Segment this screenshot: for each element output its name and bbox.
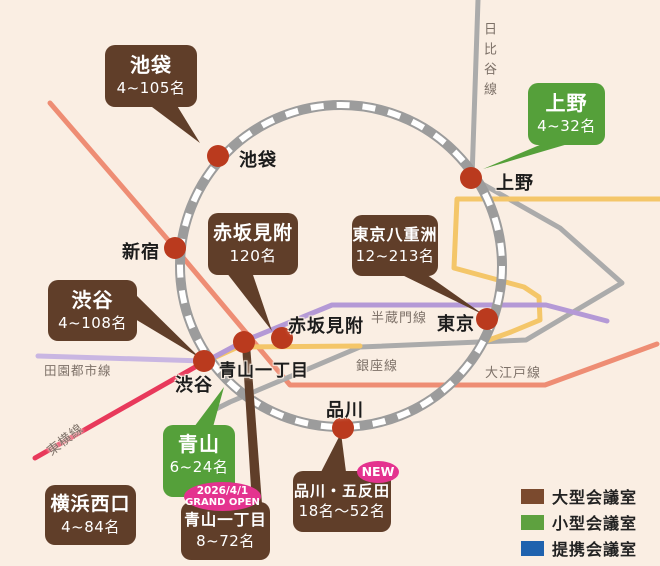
legend-label-partner: 提携会議室 — [552, 540, 638, 559]
station-label-akasaka-mitsuke: 赤坂見附 — [288, 316, 364, 337]
line-label-denentoshi: 田園都市線 — [44, 363, 112, 378]
callout-yokohama-capacity: 4~84名 — [61, 517, 120, 536]
ikebukuro-callout-tail — [148, 104, 200, 143]
station-label-tokyo: 東京 — [437, 314, 475, 335]
shibuya-callout-tail — [135, 294, 200, 358]
new-badge-text: NEW — [361, 463, 395, 479]
legend-row-partner: 提携会議室 — [521, 535, 637, 561]
station-label-ueno: 上野 — [496, 173, 534, 194]
oedo-line — [47, 100, 660, 388]
callout-aoyama-itchome-capacity: 8~72名 — [196, 531, 255, 550]
station-dot-tokyo — [476, 308, 498, 330]
callout-shinagawa-title: 品川・五反田 — [293, 481, 390, 500]
new-badge: NEW — [357, 461, 399, 483]
tokyo-yaesu-callout-tail — [396, 272, 484, 315]
toyoko-line — [32, 359, 207, 461]
shinagawa-callout-tail — [321, 433, 346, 472]
callout-shibuya-capacity: 4~108名 — [58, 313, 127, 332]
callout-aoyama-itchome[interactable]: 青山一丁目 8~72名 — [181, 502, 270, 560]
legend: 大型会議室 小型会議室 提携会議室 — [521, 483, 637, 561]
station-label-ikebukuro: 池袋 — [239, 150, 277, 171]
grand-open-badge: 2026/4/1 GRAND OPEN — [184, 482, 261, 511]
station-dot-shibuya — [193, 350, 215, 372]
line-label-hanzomon: 半蔵門線 — [371, 311, 428, 326]
line-label-hibiya: 日比谷線 — [481, 22, 496, 102]
legend-swatch-partner — [521, 540, 544, 556]
line-label-oedo: 大江戸線 — [485, 366, 542, 381]
akasaka-callout-tail — [226, 272, 272, 331]
line-label-ginza: 銀座線 — [356, 359, 399, 374]
yamanote-line-dashes — [177, 102, 505, 430]
callout-shinagawa-gotanda[interactable]: 品川・五反田 18名〜52名 — [293, 471, 391, 532]
station-dot-shinagawa — [332, 417, 354, 439]
callout-ueno[interactable]: 上野 4~32名 — [528, 83, 605, 145]
grand-open-badge-text: GRAND OPEN — [185, 496, 260, 508]
callout-shinagawa-capacity: 18名〜52名 — [298, 502, 386, 520]
callout-yokohama-title: 横浜西口 — [50, 492, 131, 515]
legend-row-large: 大型会議室 — [521, 483, 637, 509]
station-label-aoyama-itchome: 青山一丁目 — [219, 361, 309, 381]
station-dot-shinjuku — [164, 237, 186, 259]
callout-ikebukuro-capacity: 4~105名 — [116, 79, 186, 98]
callout-tokyo-yaesu-title: 東京八重洲 — [352, 225, 438, 245]
legend-row-small: 小型会議室 — [521, 509, 637, 535]
station-label-shinjuku: 新宿 — [122, 242, 160, 263]
denentoshi-line — [35, 353, 207, 364]
callout-aoyama-title: 青山 — [178, 432, 220, 456]
callout-ueno-title: 上野 — [545, 91, 588, 116]
legend-label-large: 大型会議室 — [552, 488, 638, 507]
station-dot-akasaka-mitsuke — [271, 327, 293, 349]
callout-akasaka-mitsuke[interactable]: 赤坂見附 120名 — [208, 213, 298, 275]
callout-yokohama-west[interactable]: 横浜西口 4~84名 — [45, 485, 136, 545]
grand-open-badge-date: 2026/4/1 — [196, 484, 249, 497]
callout-tokyo-yaesu-capacity: 12~213名 — [355, 246, 435, 265]
callout-aoyama-capacity: 6~24名 — [169, 458, 229, 476]
ginza-line-east — [451, 196, 660, 344]
station-label-shibuya: 渋谷 — [175, 375, 213, 396]
callout-shibuya-title: 渋谷 — [71, 287, 114, 312]
station-dot-ikebukuro — [207, 145, 229, 167]
aoyama-callout-tail — [194, 387, 224, 427]
station-dot-ueno — [460, 167, 482, 189]
hanzomon-line — [200, 302, 610, 366]
callout-akasaka-capacity: 120名 — [229, 246, 277, 265]
callout-akasaka-title: 赤坂見附 — [212, 221, 293, 244]
legend-label-small: 小型会議室 — [552, 514, 638, 533]
legend-swatch-large — [521, 488, 544, 504]
station-dot-aoyama-itchome — [233, 331, 255, 353]
aoyama-itchome-callout-tail — [242, 344, 262, 504]
callout-ueno-capacity: 4~32名 — [537, 117, 596, 136]
callout-aoyama-itchome-title: 青山一丁目 — [184, 510, 267, 529]
legend-swatch-small — [521, 514, 544, 530]
callout-shibuya[interactable]: 渋谷 4~108名 — [48, 280, 137, 341]
hibiya-line — [205, 0, 625, 416]
callout-ikebukuro[interactable]: 池袋 4~105名 — [105, 45, 197, 107]
ueno-callout-tail — [483, 144, 568, 169]
callout-tokyo-yaesu[interactable]: 東京八重洲 12~213名 — [352, 215, 438, 276]
callout-ikebukuro-title: 池袋 — [130, 53, 172, 78]
station-label-shinagawa: 品川 — [326, 400, 364, 421]
